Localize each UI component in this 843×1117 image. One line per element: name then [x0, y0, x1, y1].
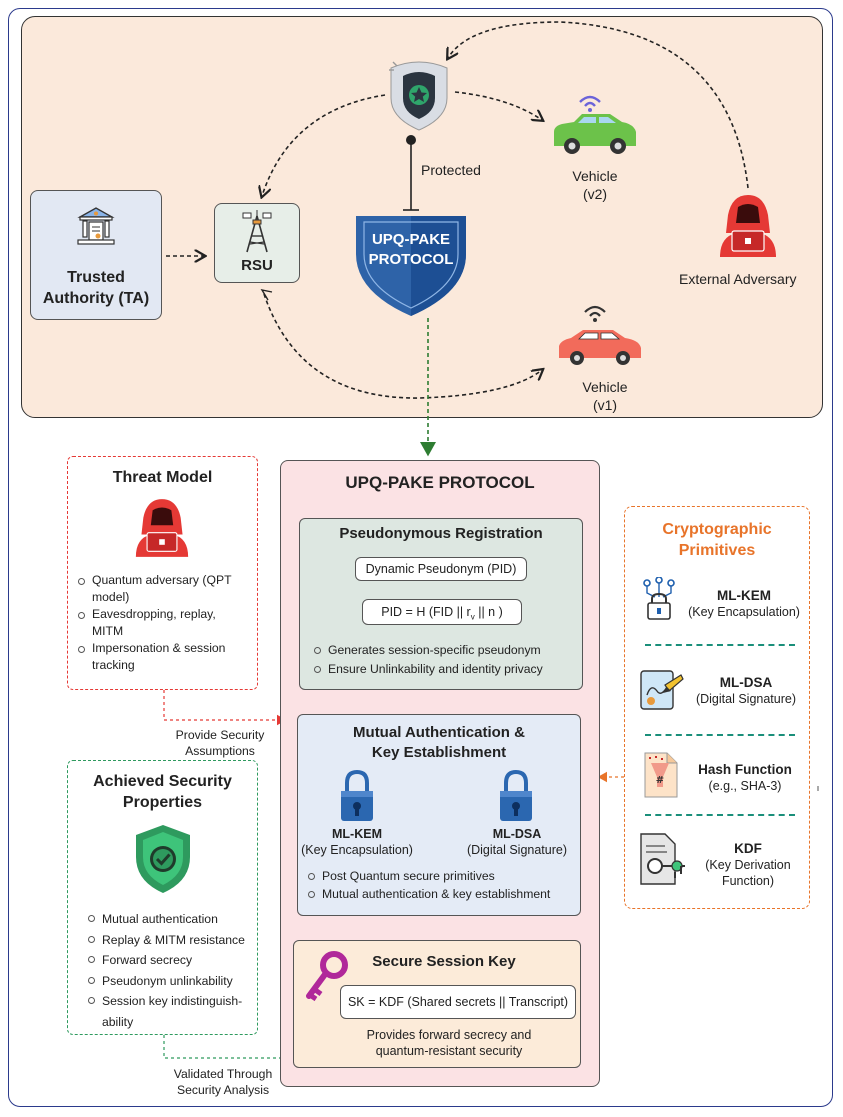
primitive-kem-name: ML-KEM: [717, 588, 771, 603]
hacker-icon: [135, 499, 189, 557]
vehicle-v1-label-line1: Vehicle: [582, 379, 628, 395]
police-badge-icon: [389, 61, 448, 131]
session-desc-line2: quantum-resistant security: [375, 1044, 523, 1058]
dynamic-pseudonym-box: Dynamic Pseudonym (PID): [355, 557, 527, 581]
police-to-rsu-arrow: [262, 94, 386, 196]
list-item: Quantum adversary (QPT model): [78, 572, 248, 606]
registration-title: Pseudonymous Registration: [339, 525, 543, 542]
hash-function-icon: #: [644, 752, 678, 798]
trusted-authority-box: Trusted Authority (TA): [30, 190, 162, 320]
primitives-title-line2: Primitives: [678, 542, 756, 559]
threat-model-title: Threat Model: [112, 469, 213, 486]
list-item: Eavesdropping, replay, MITM: [78, 606, 248, 640]
achieved-title-line1: Achieved Security: [93, 773, 232, 790]
ta-label-line2: Authority (TA): [42, 290, 150, 307]
key-encapsulation-icon: [643, 577, 675, 620]
list-item: Replay & MITM resistance: [88, 930, 253, 951]
rsu-label: RSU: [241, 257, 273, 274]
auth-dsa-desc: (Digital Signature): [466, 843, 568, 857]
pid-formula-sub: v: [470, 612, 475, 622]
key-icon: [306, 951, 348, 1002]
primitives-box: Cryptographic Primitives ML-KEM (Key Enc…: [624, 506, 810, 909]
vehicle-v1-icon: [559, 305, 641, 365]
list-item: Pseudonym unlinkability: [88, 971, 253, 992]
list-item: Mutual authentication & key establishmen…: [308, 885, 578, 903]
auth-kem-desc: (Key Encapsulation): [301, 843, 413, 857]
primitive-kdf-desc-line1: (Key Derivation: [705, 858, 791, 872]
vehicle-v2-label-line1: Vehicle: [572, 168, 618, 184]
vehicle-v2-icon: [554, 95, 636, 154]
registration-list: Generates session-specific pseudonym Ens…: [314, 641, 579, 679]
shield-title-line2: PROTOCOL: [368, 251, 454, 268]
provide-security-label-line2: Assumptions: [185, 744, 255, 758]
achieved-list: Mutual authentication Replay & MITM resi…: [88, 909, 253, 1032]
vehicle-v2-label-line2: (v2): [582, 186, 608, 202]
auth-title-line1: Mutual Authentication &: [353, 724, 525, 741]
list-item: Impersonation & session tracking: [78, 640, 248, 674]
primitive-dsa-desc: (Digital Signature): [695, 692, 797, 706]
primitive-kdf-name: KDF: [734, 841, 762, 856]
protocol-title: UPQ-PAKE PROTOCOL: [345, 473, 535, 492]
upq-pake-shield-icon: [356, 216, 466, 316]
primitive-hash-name: Hash Function: [698, 762, 792, 777]
primitive-kdf-desc-line2: Function): [721, 874, 775, 888]
adversary-arc-arrow: [448, 21, 749, 189]
list-item: Post Quantum secure primitives: [308, 867, 578, 885]
auth-dsa-name: ML-DSA: [492, 827, 542, 841]
radio-tower-icon: [242, 210, 272, 253]
svg-text:#: #: [656, 775, 664, 786]
session-key-title: Secure Session Key: [372, 953, 516, 970]
list-item: Session key indistinguish-ability: [88, 991, 253, 1032]
padlock-icon: [341, 769, 373, 821]
threat-model-box: Threat Model Quantum adversary (QPT mode…: [67, 456, 258, 690]
pid-formula-prefix: PID = H (FID || r: [381, 605, 471, 619]
padlock-icon: [500, 769, 532, 821]
achieved-title-line2: Properties: [122, 794, 203, 811]
key-derivation-icon: [640, 833, 685, 885]
list-item: Ensure Unlinkability and identity privac…: [314, 660, 579, 679]
primitive-dsa-name: ML-DSA: [719, 675, 773, 690]
divider: [645, 814, 795, 816]
list-item: Forward secrecy: [88, 950, 253, 971]
police-to-v2-arrow: [454, 91, 542, 120]
sk-formula-box: SK = KDF (Shared secrets || Transcript): [340, 985, 576, 1019]
protected-label: Protected: [421, 162, 481, 178]
registration-box: Pseudonymous Registration Dynamic Pseudo…: [299, 518, 583, 690]
session-key-box: Secure Session Key SK = KDF (Shared secr…: [293, 940, 581, 1068]
pid-formula-box: PID = H (FID || rv || n ): [362, 599, 522, 625]
primitives-title-line1: Cryptographic: [662, 521, 772, 538]
rsu-box: RSU: [214, 203, 300, 283]
outer-frame: [8, 8, 833, 1107]
provide-security-label-line1: Provide Security: [175, 728, 265, 742]
shield-title-line1: UPQ-PAKE: [371, 231, 451, 248]
list-item: Generates session-specific pseudonym: [314, 641, 579, 660]
validated-label-line1: Validated Through: [173, 1067, 273, 1081]
session-desc-line1: Provides forward secrecy and: [366, 1028, 532, 1042]
primitive-hash-desc: (e.g., SHA-3): [708, 779, 782, 793]
list-item: Mutual authentication: [88, 909, 253, 930]
rsu-to-v1-arrow: [263, 293, 542, 399]
mutual-auth-box: Mutual Authentication & Key Establishmen…: [297, 714, 581, 916]
validated-label-line2: Security Analysis: [176, 1083, 270, 1097]
pid-formula-suffix: || n ): [474, 605, 503, 619]
primitive-kem-desc: (Key Encapsulation): [688, 605, 800, 619]
auth-kem-name: ML-KEM: [332, 827, 382, 841]
ta-label-line1: Trusted: [67, 269, 125, 286]
digital-signature-icon: [640, 670, 684, 710]
achieved-security-box: Achieved Security Properties Mutual auth…: [67, 760, 258, 1035]
divider: [645, 734, 795, 736]
threat-model-list: Quantum adversary (QPT model) Eavesdropp…: [78, 572, 248, 674]
vehicle-v1-label-line2: (v1): [592, 397, 618, 413]
auth-list: Post Quantum secure primitives Mutual au…: [308, 867, 578, 903]
divider: [645, 644, 795, 646]
top-arrows: [166, 21, 749, 457]
external-adversary-label: External Adversary: [679, 271, 797, 287]
bank-building-icon: [77, 207, 115, 245]
security-check-shield-icon: [136, 825, 190, 893]
hacker-icon: [720, 195, 776, 257]
auth-title-line2: Key Establishment: [371, 744, 507, 761]
